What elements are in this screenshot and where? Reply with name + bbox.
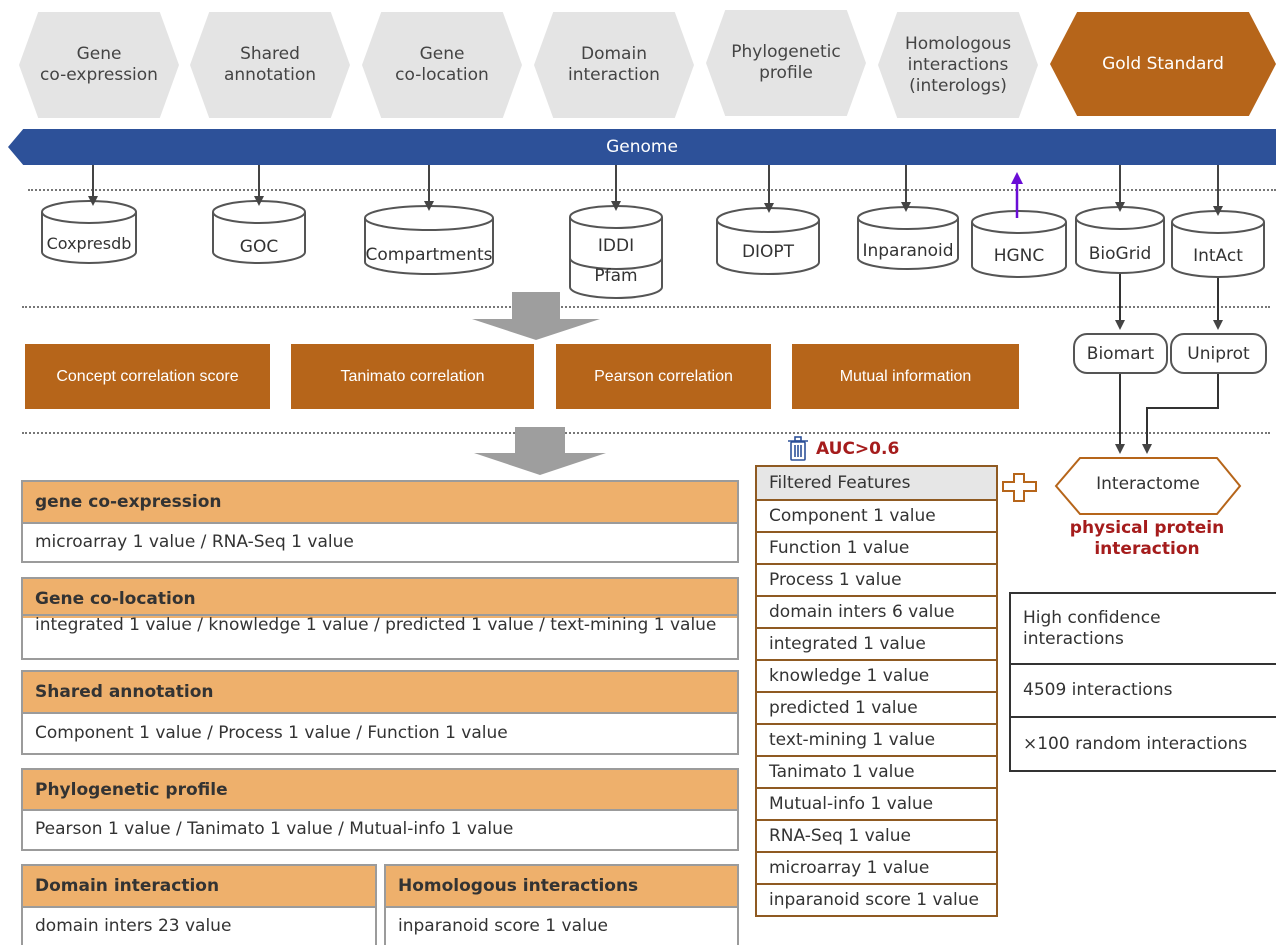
feature-group-title: Phylogenetic profile [23,770,737,809]
feature-group-body: integrated 1 value / knowledge 1 value /… [23,614,737,652]
db-label-compartments: Compartments [365,245,493,265]
feature-group-gene-colocation: Gene co-location integrated 1 value / kn… [21,577,739,660]
divider-2 [22,306,1270,308]
down-arrow-icon [472,292,600,340]
down-arrow-icon [474,427,606,475]
cylinder-iddi-pfam [569,205,663,299]
filtered-feature-item: knowledge 1 value [757,659,996,691]
hex-phylogenetic-profile: Phylogenetic profile [706,10,866,116]
metric-concept-correlation: Concept correlation score [25,344,270,409]
db-label-biogrid: BioGrid [1088,244,1152,264]
hex-gene-colocation: Gene co-location [362,12,522,118]
cylinder-diopt [716,207,820,275]
cylinder-inparanoid [857,206,959,270]
filtered-features-list: Filtered Features Component 1 value Func… [755,465,998,917]
random-count: ×100 random interactions [1011,716,1276,770]
cylinder-goc [212,200,306,264]
divider-3 [22,432,1270,434]
filtered-feature-item: Process 1 value [757,563,996,595]
feature-group-body: Component 1 value / Process 1 value / Fu… [23,712,737,751]
interactome-caption: physical protein interaction [1069,518,1225,559]
genome-to-db-arrows [88,165,1223,216]
interactome-hexagon [1054,457,1242,515]
feature-group-title: Homologous interactions [386,866,737,906]
filtered-feature-item: predicted 1 value [757,691,996,723]
feature-group-title: Domain interaction [23,866,375,906]
metric-mutual-information: Mutual information [792,344,1019,409]
hex-homologous-interactions: Homologous interactions (interologs) [878,12,1038,118]
db-label-intact: IntAct [1193,246,1243,266]
db-label-coxpresdb: Coxpresdb [46,234,132,253]
db-to-mapper-arrows [1115,274,1223,454]
metric-tanimato: Tanimato correlation [291,344,534,409]
filtered-feature-item: domain inters 6 value [757,595,996,627]
trash-icon [788,436,808,461]
feature-group-title: Gene co-location [23,579,737,618]
feature-group-title: Shared annotation [23,672,737,712]
cylinder-compartments [364,205,494,275]
cylinder-hgnc [971,210,1067,278]
mapper-biomart: Biomart [1073,333,1168,374]
filtered-feature-item: RNA-Seq 1 value [757,819,996,851]
genome-label: Genome [606,137,678,157]
cylinder-biogrid [1075,206,1165,274]
metric-pearson: Pearson correlation [556,344,771,409]
feature-group-body: domain inters 23 value [23,906,375,943]
filtered-feature-item: inparanoid score 1 value [757,883,996,915]
confidence-header: High confidence interactions [1023,607,1161,649]
cylinder-coxpresdb [41,200,137,264]
genome-banner: Genome [8,129,1276,165]
db-label-hgnc: HGNC [993,246,1045,266]
db-label-iddi: IDDI [597,236,635,256]
filtered-feature-item: Function 1 value [757,531,996,563]
hex-gene-coexpression: Gene co-expression [19,12,179,118]
positive-count: 4509 interactions [1011,663,1276,716]
feature-group-domain-interaction: Domain interaction domain inters 23 valu… [21,864,377,945]
filtered-feature-item: integrated 1 value [757,627,996,659]
db-label-inparanoid: Inparanoid [862,241,954,261]
hex-domain-interaction: Domain interaction [534,12,694,118]
db-label-pfam: Pfam [594,266,638,286]
feature-group-gene-coexpression: gene co-expression microarray 1 value / … [21,480,739,563]
filtered-feature-item: text-mining 1 value [757,723,996,755]
filtered-feature-item: microarray 1 value [757,851,996,883]
feature-group-body: Pearson 1 value / Tanimato 1 value / Mut… [23,809,737,847]
filtered-features-header: Filtered Features [757,467,996,499]
filtered-feature-item: Mutual-info 1 value [757,787,996,819]
feature-group-body: microarray 1 value / RNA-Seq 1 value [23,522,737,559]
db-label-diopt: DIOPT [741,242,795,262]
confidence-table: High confidence interactions 4509 intera… [1009,592,1276,772]
interactome-label: Interactome [1096,474,1200,494]
filtered-feature-item: Tanimato 1 value [757,755,996,787]
hex-shared-annotation: Shared annotation [190,12,350,118]
hex-gold-standard: Gold Standard [1050,12,1276,116]
feature-group-phylogenetic-profile: Phylogenetic profile Pearson 1 value / T… [21,768,739,851]
feature-group-title: gene co-expression [23,482,737,522]
mapper-uniprot: Uniprot [1170,333,1267,374]
db-label-goc: GOC [239,237,279,257]
divider-1 [28,189,1276,191]
feature-group-body: inparanoid score 1 value [386,906,737,943]
feature-group-shared-annotation: Shared annotation Component 1 value / Pr… [21,670,739,755]
cylinder-intact [1171,210,1265,278]
plus-icon [1002,473,1037,502]
feature-group-homologous-interactions: Homologous interactions inparanoid score… [384,864,739,945]
filtered-feature-item: Component 1 value [757,499,996,531]
auc-threshold: AUC>0.6 [816,439,900,459]
